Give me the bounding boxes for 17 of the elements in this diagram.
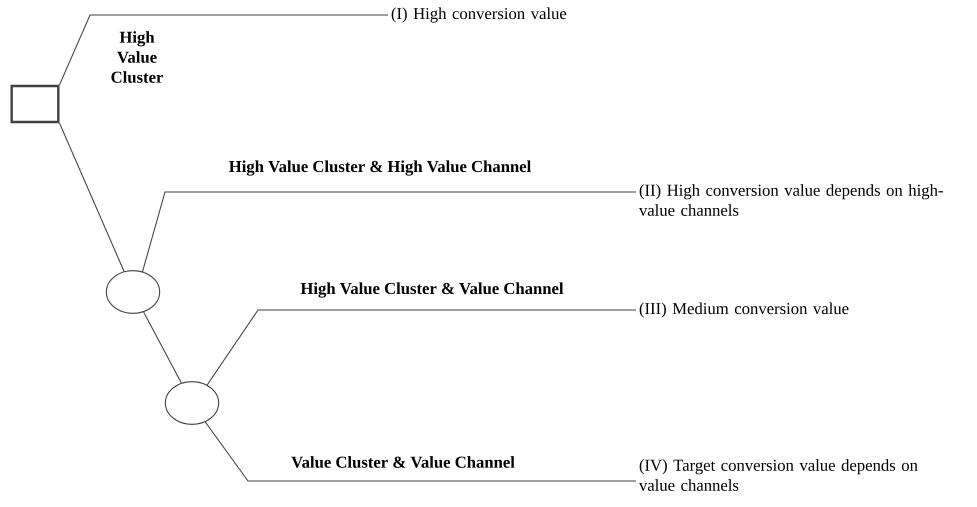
branch-line [142, 191, 636, 272]
outcome-text: (IV) Target conversion value depends on value channels [638, 459, 918, 491]
chance-circle [106, 270, 160, 314]
decision-box [10, 84, 60, 124]
edge-label: High Value Cluster & High Value Channel [229, 160, 531, 176]
outcome-text: (III) Medium conversion value [640, 302, 848, 318]
edge-label: Value Cluster & Value Channel [291, 456, 515, 468]
branch-line [59, 123, 125, 272]
branch-line [143, 312, 182, 384]
edge-label: High Value Cluster & Value Channel [300, 282, 564, 298]
outcome-text: (I) High conversion value [392, 7, 566, 23]
chance-circle [164, 381, 220, 425]
outcome-text: (II) High conversion value depends on high-value channels [638, 184, 943, 216]
edge-label: High Value Cluster [111, 31, 164, 83]
branch-line [204, 422, 636, 482]
branch-line [206, 309, 636, 386]
branch-line [59, 14, 388, 86]
